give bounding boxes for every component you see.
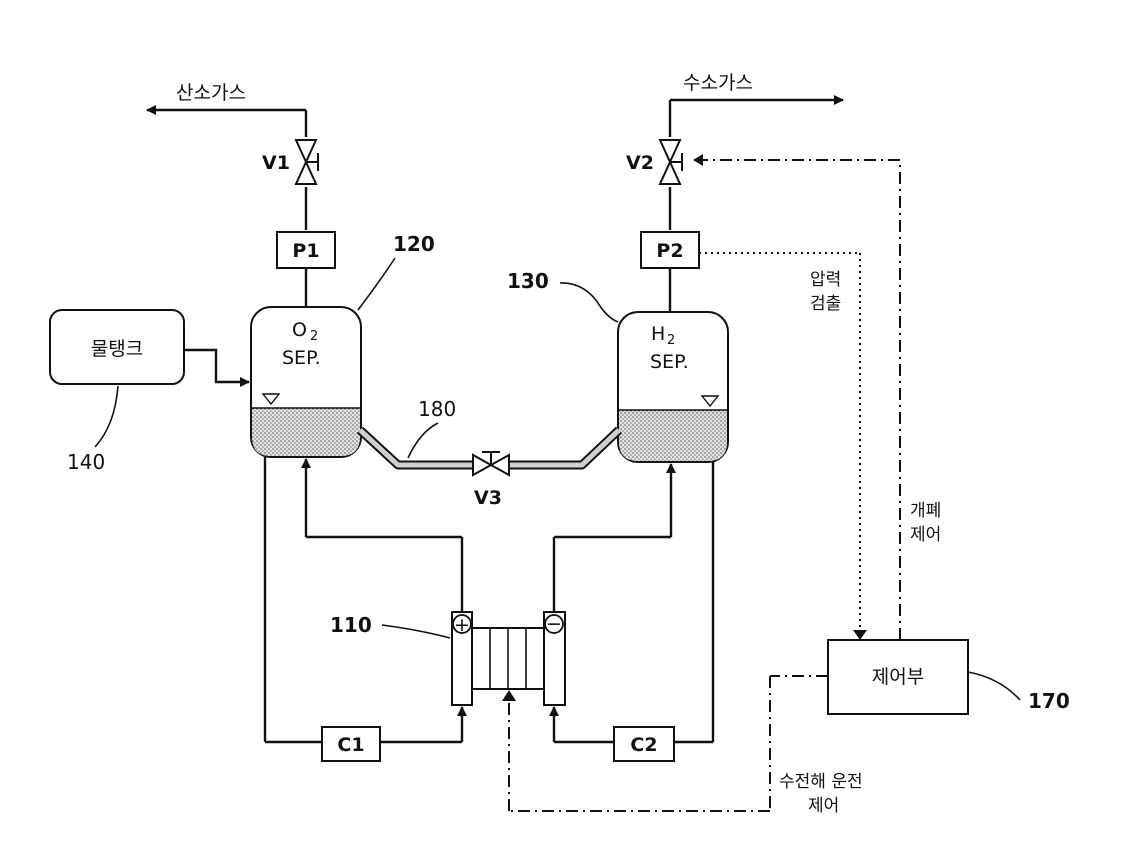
- hydrogen-outlet-line: [670, 100, 843, 230]
- oxygen-gas-label: 산소가스: [176, 82, 246, 104]
- hydrogen-separator-label: SEP.: [650, 351, 689, 373]
- svg-text:−: −: [546, 613, 562, 635]
- ref-stack: 110: [330, 613, 372, 637]
- controller[interactable]: 제어부: [828, 640, 968, 714]
- valve-v2-label: V2: [626, 152, 654, 174]
- valve-v3-icon[interactable]: [473, 452, 509, 475]
- ref-water-tank: 140: [67, 450, 105, 474]
- water-tank-label: 물탱크: [91, 338, 143, 360]
- ref-oxygen-separator: 120: [393, 232, 435, 256]
- pressure-sensor-p2-label: P2: [656, 240, 683, 262]
- ref-connecting-pipe: 180: [418, 397, 456, 421]
- open-close-line1: 개폐: [910, 501, 941, 521]
- oxygen-separator-label: SEP.: [282, 347, 321, 369]
- electrolysis-control-line1: 수전해 운전: [779, 772, 863, 792]
- cathode-minus-icon: −: [545, 613, 563, 635]
- cooler-c2-label: C2: [630, 734, 657, 756]
- pressure-detect-line2: 검출: [810, 294, 841, 314]
- ref-controller: 170: [1028, 689, 1070, 713]
- oxygen-separator-formula: O: [292, 319, 307, 341]
- pressure-sensor-p1: P1: [277, 232, 335, 268]
- ref-hydrogen-separator: 130: [507, 269, 549, 293]
- hydrogen-separator-subscript: 2: [667, 333, 675, 348]
- valve-v2-icon[interactable]: [660, 140, 682, 184]
- svg-text:+: +: [454, 614, 470, 636]
- hydrogen-separator-formula: H: [651, 323, 665, 345]
- water-tank: 물탱크: [50, 310, 184, 384]
- oxygen-circulation-loop: [265, 457, 462, 742]
- connecting-pipe: [360, 430, 619, 465]
- cooler-c1-label: C1: [337, 734, 364, 756]
- electrolysis-control-line2: 제어: [808, 796, 839, 816]
- hydrogen-separator: H 2 SEP.: [618, 312, 728, 462]
- anode-plus-icon: +: [453, 614, 471, 636]
- valve-v1-label: V1: [262, 152, 290, 174]
- hydrogen-circulation-loop: [554, 462, 713, 742]
- pressure-sensor-p1-label: P1: [292, 240, 319, 262]
- oxygen-separator: O 2 SEP.: [251, 307, 361, 457]
- controller-label: 제어부: [872, 666, 924, 688]
- oxygen-separator-subscript: 2: [310, 329, 318, 344]
- valve-v3-label: V3: [474, 487, 502, 509]
- open-close-line2: 제어: [910, 525, 941, 545]
- hydrogen-gas-label: 수소가스: [683, 72, 753, 94]
- valve-v1-icon[interactable]: [296, 140, 318, 184]
- pressure-sensor-p2: P2: [641, 232, 699, 268]
- cooler-c2: C2: [614, 727, 674, 761]
- pressure-detect-line1: 압력: [810, 270, 841, 290]
- cooler-c1: C1: [322, 727, 380, 761]
